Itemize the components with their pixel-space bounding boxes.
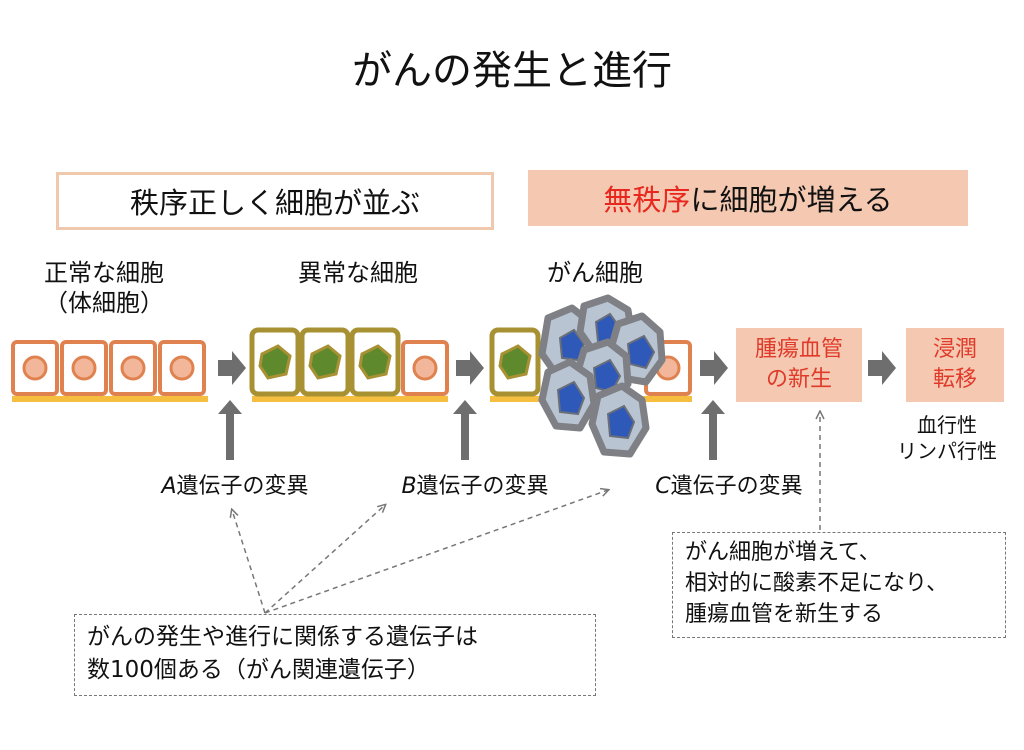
normal-cell	[401, 340, 449, 396]
angiogenesis-note-line1: がん細胞が増えて、	[685, 540, 881, 565]
ordered-label: 秩序正しく細胞が並ぶ	[129, 186, 420, 220]
abnormal-cell	[349, 327, 401, 397]
cancer-genes-note-line1: がんの発生や進行に関係する遺伝子は	[87, 624, 478, 650]
cancer-cell	[538, 358, 598, 432]
invasion-metastasis-box: 浸潤 転移	[906, 328, 1004, 402]
mutation-b-arrow	[453, 400, 477, 460]
dashed-pointer-note-to-a	[232, 510, 266, 614]
flow-arrow-2	[456, 351, 484, 385]
cancer-genes-note-line2: 数100個ある（がん関連遺伝子）	[87, 657, 430, 683]
spread-route-blood: 血行性	[917, 413, 977, 437]
normal-cell	[109, 340, 157, 396]
mutation-c-text: 遺伝子の変異	[670, 474, 803, 499]
invasion-line2: 転移	[932, 367, 977, 392]
abnormal-cell-group	[249, 327, 449, 397]
page-title: がんの発生と進行	[352, 48, 672, 94]
mutation-b-label: B遺伝子の変異	[370, 468, 580, 500]
mutation-a-arrow	[218, 400, 242, 460]
mutation-b-letter: B	[401, 474, 417, 499]
angiogenesis-note-line2: 相対的に酸素不足になり、	[685, 571, 949, 596]
normal-cell-label-line2: （体細胞）	[44, 289, 164, 317]
basement-membrane-normal	[12, 396, 208, 402]
mutation-a-label: A遺伝子の変異	[130, 468, 340, 500]
cancer-cell-group	[489, 294, 692, 458]
ordered-label-box: 秩序正しく細胞が並ぶ	[56, 172, 494, 230]
spread-routes: 血行性 リンパ行性	[880, 412, 1014, 464]
cancer-genes-note: がんの発生や進行に関係する遺伝子は 数100個ある（がん関連遺伝子）	[74, 614, 596, 696]
normal-cell	[158, 340, 206, 396]
angiogenesis-line1: 腫瘍血管	[754, 337, 843, 362]
disordered-label-box: 無秩序に細胞が増える	[528, 170, 968, 226]
mutation-b-text: 遺伝子の変異	[416, 474, 549, 499]
mutation-c-label: C遺伝子の変異	[624, 468, 834, 500]
disordered-label-rest: に細胞が増える	[690, 183, 893, 217]
angiogenesis-line2: の新生	[765, 367, 832, 392]
angiogenesis-note: がん細胞が増えて、 相対的に酸素不足になり、 腫瘍血管を新生する	[672, 532, 1006, 638]
mutation-c-letter: C	[655, 474, 671, 499]
mutation-c-arrow	[701, 400, 725, 460]
dashed-pointer-note-to-c	[264, 490, 608, 614]
dashed-pointer-note-to-b	[264, 505, 385, 614]
normal-cell-group	[11, 340, 206, 396]
invasion-line1: 浸潤	[932, 337, 977, 362]
cancer-cell	[588, 382, 650, 458]
flow-arrow-4	[868, 351, 896, 385]
abnormal-cell-label: 異常な細胞	[298, 259, 418, 287]
normal-cell-label: 正常な細胞 （体細胞）	[20, 258, 188, 318]
basement-membrane-abnormal	[252, 396, 448, 402]
abnormal-cell	[489, 327, 541, 397]
spread-route-lymph: リンパ行性	[897, 439, 997, 463]
flow-arrow-1	[218, 351, 246, 385]
angiogenesis-note-line3: 腫瘍血管を新生する	[685, 602, 884, 627]
angiogenesis-box: 腫瘍血管 の新生	[736, 328, 862, 402]
mutation-a-letter: A	[161, 474, 177, 499]
disordered-label-highlight: 無秩序	[603, 183, 691, 217]
abnormal-cell	[299, 327, 351, 397]
mutation-a-text: 遺伝子の変異	[176, 474, 309, 499]
normal-cell	[11, 340, 59, 396]
cancer-cell-label: がん細胞	[547, 259, 643, 287]
abnormal-cell	[249, 327, 301, 397]
normal-cell-label-line1: 正常な細胞	[44, 259, 164, 287]
flow-arrow-3	[700, 351, 728, 385]
normal-cell	[60, 340, 108, 396]
